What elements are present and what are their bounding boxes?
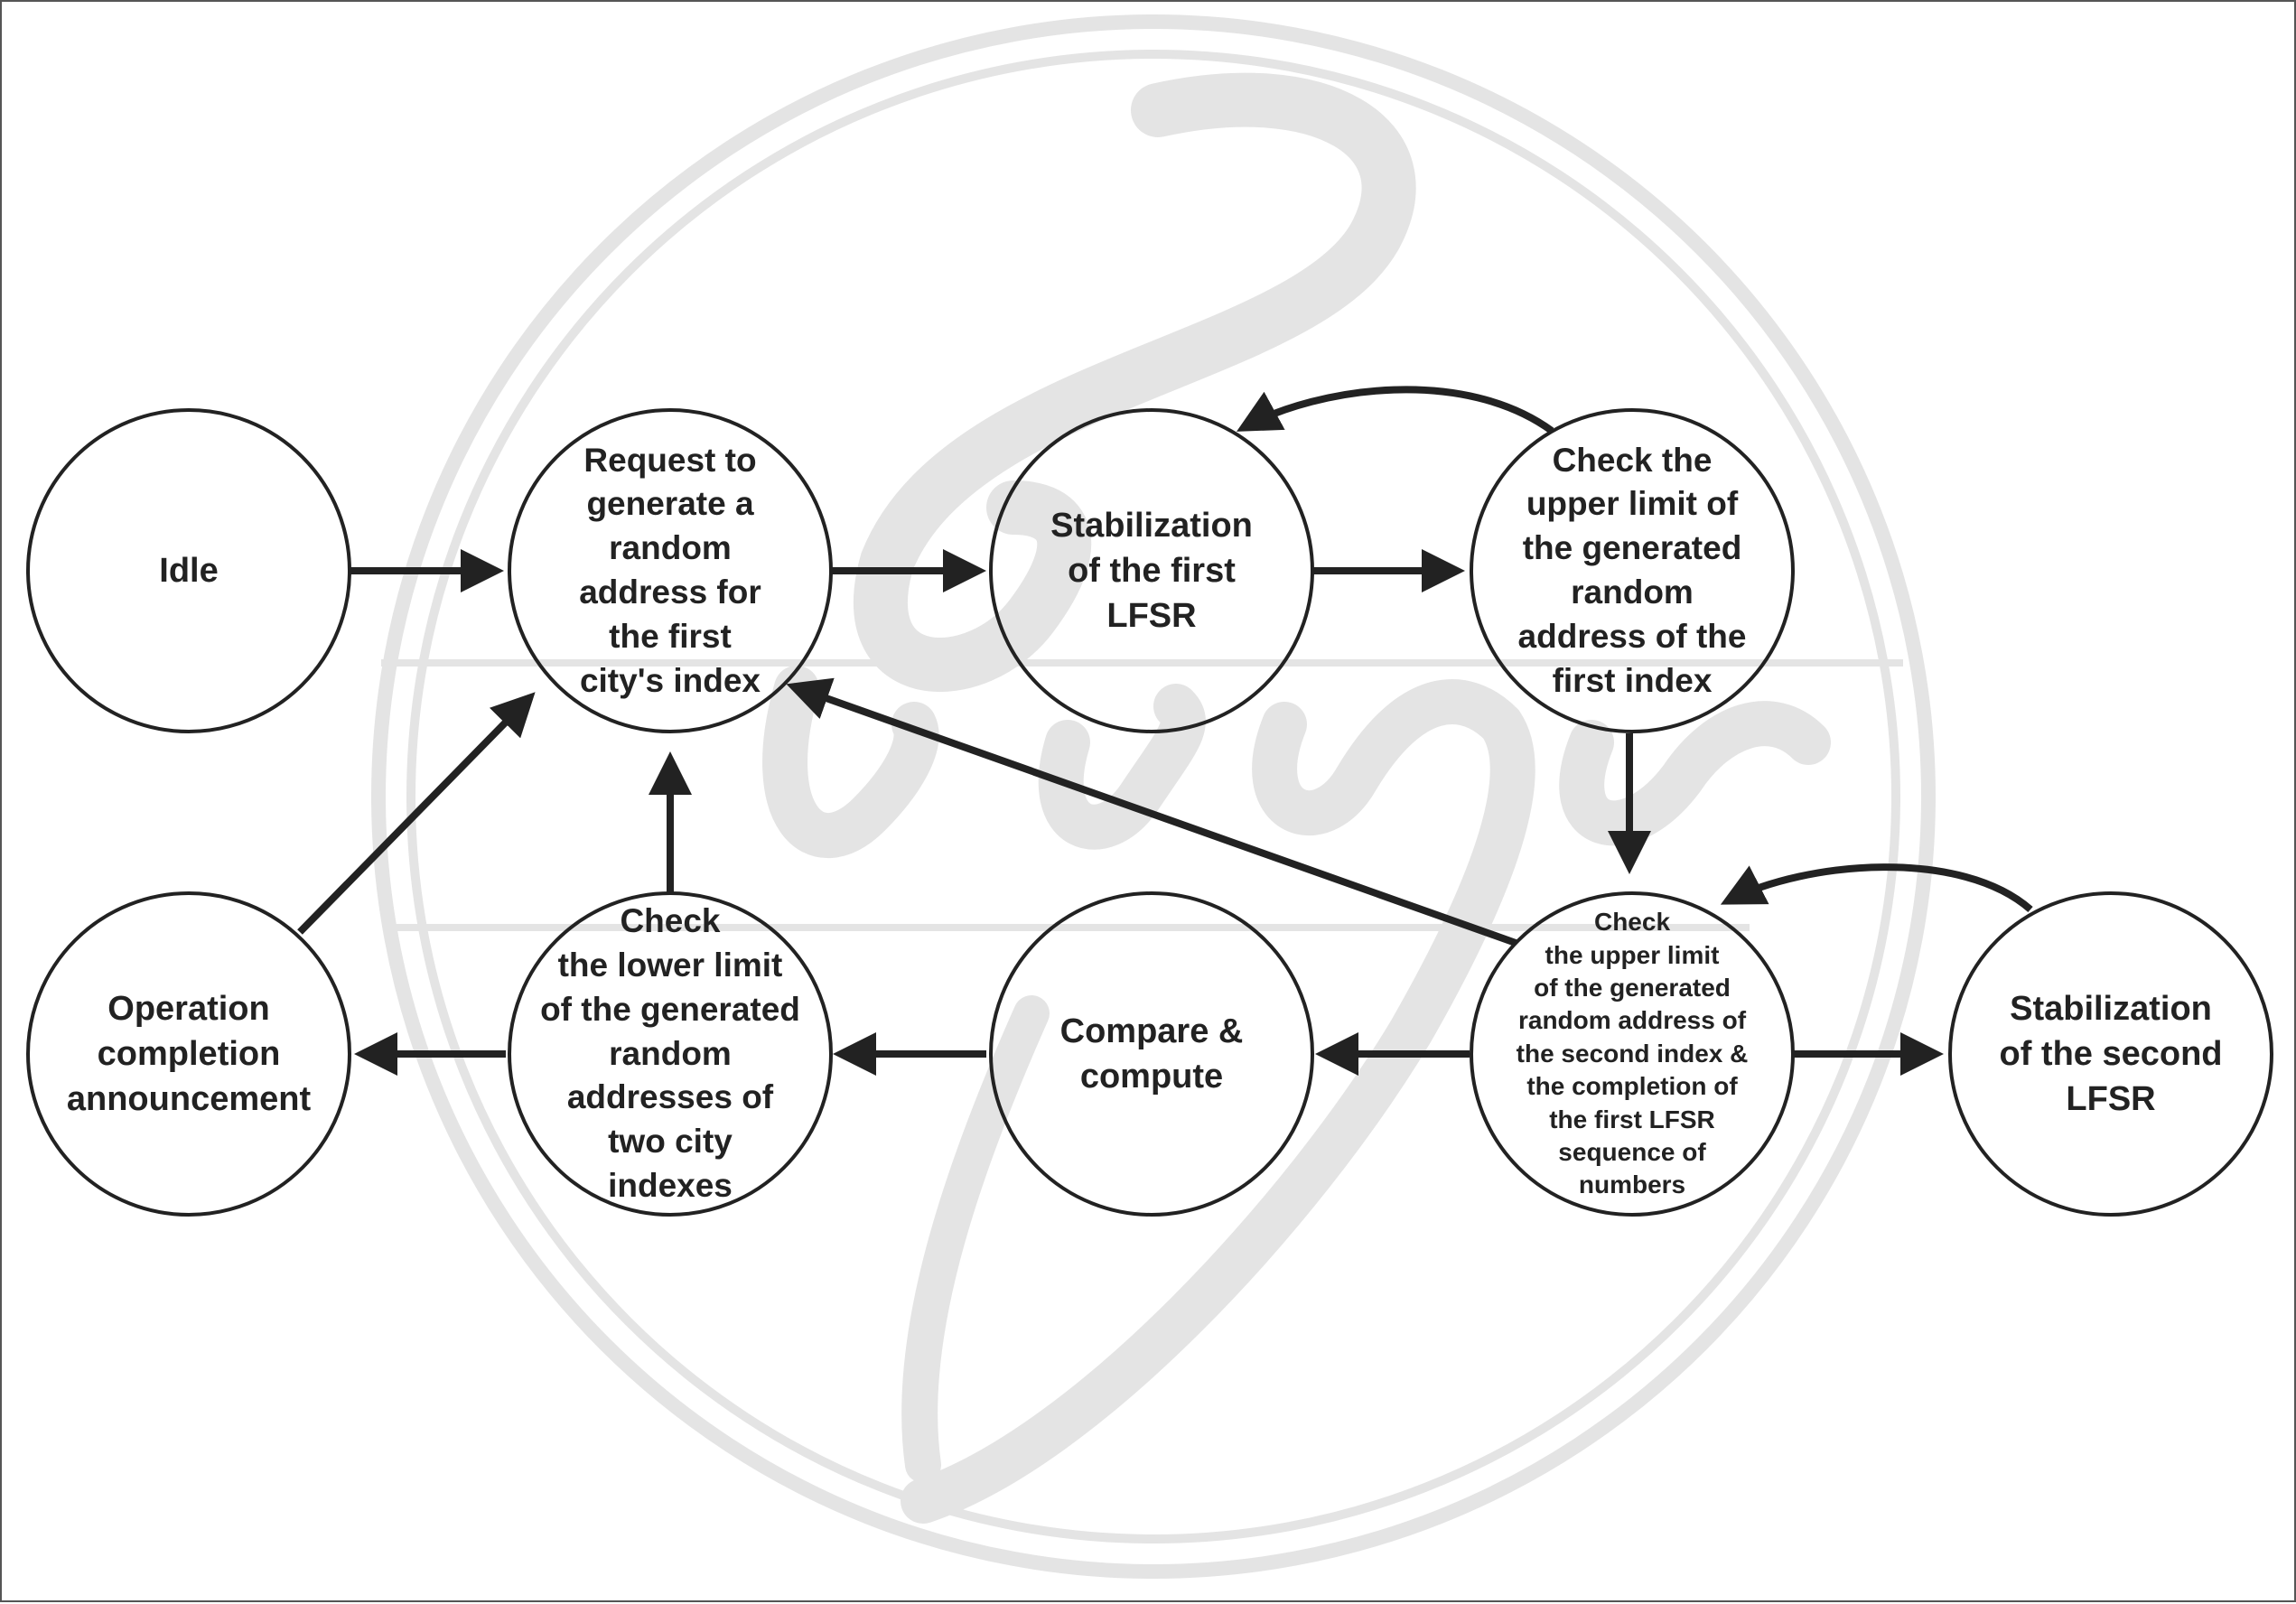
state-check-upper-first: Check the upper limit of the generated r…	[1470, 408, 1795, 733]
state-idle: Idle	[26, 408, 351, 733]
state-stabilization-second-lfsr-label: Stabilization of the second LFSR	[1999, 989, 2223, 1119]
state-check-upper-first-label: Check the upper limit of the generated r…	[1517, 441, 1747, 699]
arrow-check-upper-second-to-request	[786, 677, 1517, 947]
state-compare-compute: Compare & compute	[989, 891, 1314, 1217]
state-request-first-index: Request to generate a random address for…	[508, 408, 833, 733]
arrow-stab-second-loop-to-check-upper-second	[1720, 863, 2033, 913]
state-compare-compute-label: Compare & compute	[1059, 1012, 1244, 1096]
state-stabilization-first-lfsr-label: Stabilization of the first LFSR	[1050, 506, 1253, 636]
state-check-lower: Check the lower limit of the generated r…	[508, 891, 833, 1217]
state-stabilization-first-lfsr: Stabilization of the first LFSR	[989, 408, 1314, 733]
state-stabilization-second-lfsr: Stabilization of the second LFSR	[1948, 891, 2273, 1217]
state-check-lower-label: Check the lower limit of the generated r…	[540, 902, 800, 1205]
state-check-upper-second: Check the upper limit of the generated r…	[1470, 891, 1795, 1217]
state-operation-completion-label: Operation completion announcement	[66, 989, 312, 1119]
state-request-first-index-label: Request to generate a random address for…	[579, 441, 761, 699]
state-operation-completion: Operation completion announcement	[26, 891, 351, 1217]
arrow-check-upper-first-loop-to-stab-first	[1236, 386, 1554, 434]
arrow-completion-to-request	[297, 692, 536, 935]
state-idle-label: Idle	[159, 551, 219, 590]
state-check-upper-second-label: Check the upper limit of the generated r…	[1516, 908, 1749, 1199]
